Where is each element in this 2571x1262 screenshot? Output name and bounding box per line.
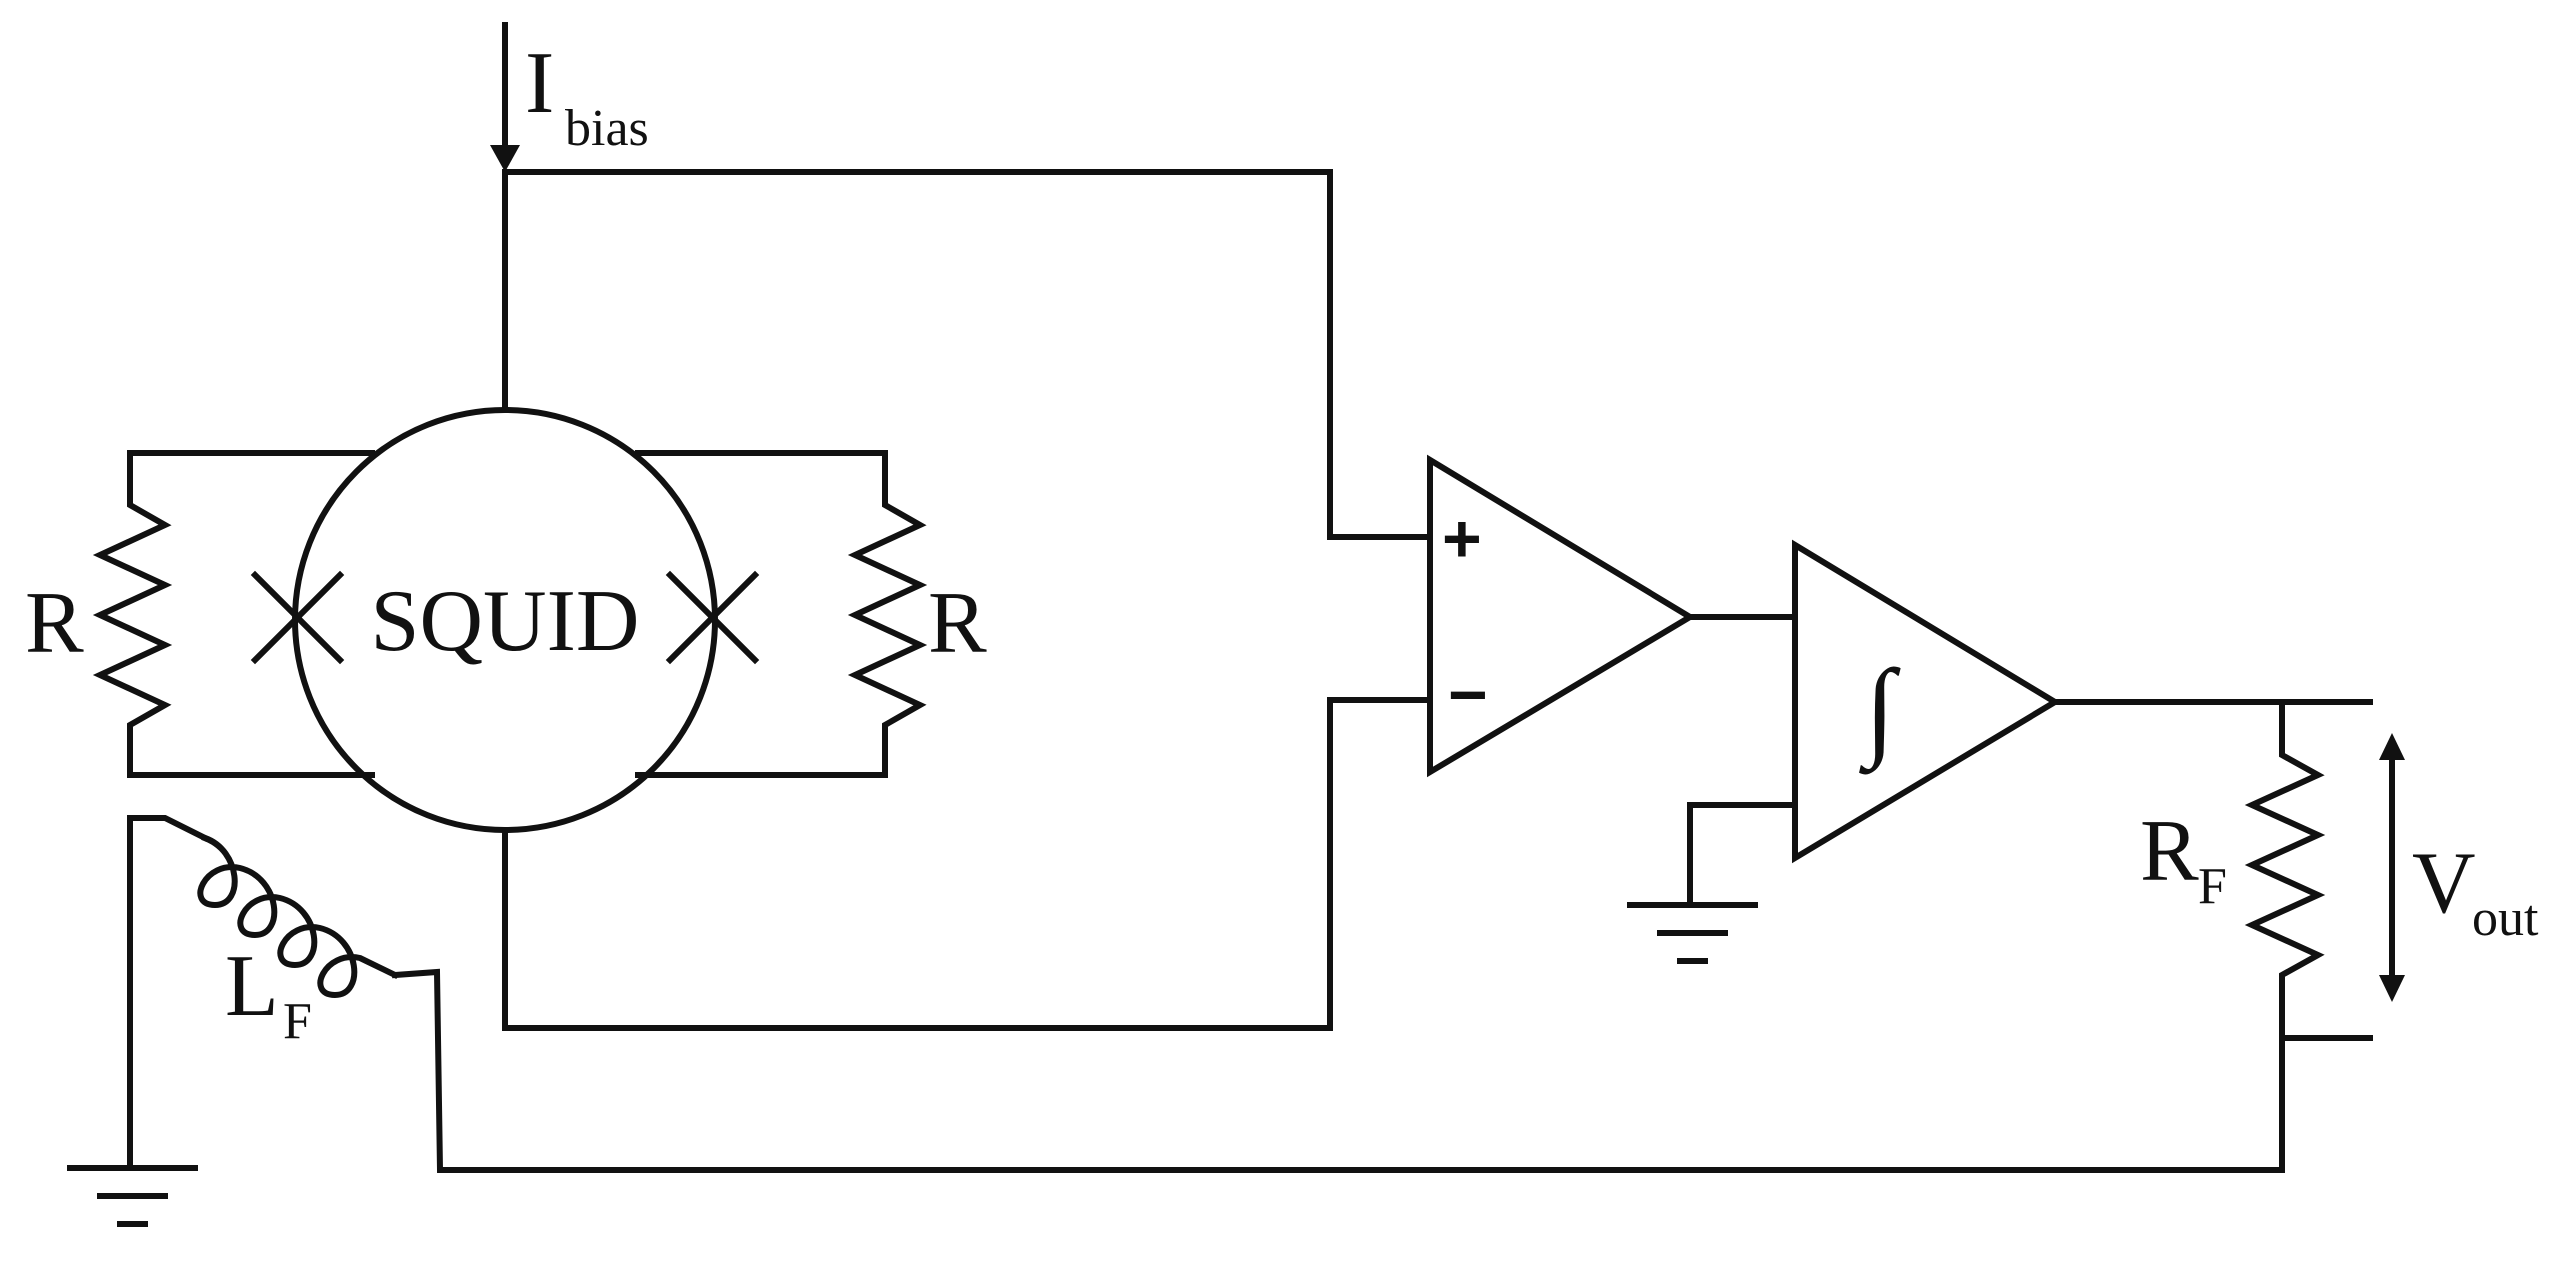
integrator-symbol: ∫	[1859, 647, 1901, 775]
shunt-right-label: R	[928, 575, 987, 672]
feedback-resistor-zigzag-icon	[2244, 699, 2326, 1041]
ground-right-icon	[1627, 902, 1758, 964]
vout-indicator: V out	[2379, 733, 2539, 1002]
wire-integrator-ground	[1687, 802, 1798, 908]
squid: SQUID	[250, 407, 760, 833]
vout-label: V	[2412, 835, 2476, 932]
inductor-coil-icon	[197, 834, 400, 999]
vout-label-subscript: out	[2472, 890, 2539, 947]
vout-arrow-up-icon	[2379, 733, 2405, 760]
wire-inductor-ground	[127, 815, 210, 1171]
bias-label-subscript: bias	[565, 100, 649, 157]
wire-right-shunt-loop	[635, 450, 928, 778]
opamp-triangle-icon	[1427, 454, 1696, 778]
josephson-junction-right-icon	[665, 570, 760, 665]
opamp-plus-label: +	[1442, 501, 1482, 577]
wire-squid-to-minus-input	[502, 697, 1433, 1031]
preamplifier: + −	[1427, 454, 1696, 778]
inductor-label-subscript: F	[283, 993, 312, 1050]
integrator: ∫	[1687, 539, 2061, 908]
inductor-label: L	[225, 938, 279, 1035]
feedback-resistor: R F	[2140, 699, 2326, 1041]
bias-arrow-head-icon	[490, 145, 520, 172]
feedback-resistor-label-subscript: F	[2198, 858, 2227, 915]
bias-label: I	[525, 35, 554, 132]
shunt-resistor-right: R	[635, 450, 987, 778]
wire-inductor-to-feedback	[391, 968, 2285, 1173]
feedback-resistor-label: R	[2140, 803, 2199, 900]
shunt-left-label: R	[25, 575, 84, 672]
opamp-minus-label: −	[1448, 657, 1488, 733]
bias-current: I bias	[490, 22, 649, 172]
squid-label: SQUID	[371, 573, 640, 670]
shunt-resistor-left: R	[25, 450, 375, 778]
josephson-junction-left-icon	[250, 570, 345, 665]
wire-left-shunt-loop	[92, 450, 375, 778]
integrator-triangle-icon	[1792, 539, 2061, 864]
ground-left-icon	[67, 1165, 198, 1227]
vout-arrow-down-icon	[2379, 975, 2405, 1002]
wire-bias-to-plus-input	[502, 169, 1433, 540]
feedback-inductor: L F	[127, 815, 2285, 1173]
